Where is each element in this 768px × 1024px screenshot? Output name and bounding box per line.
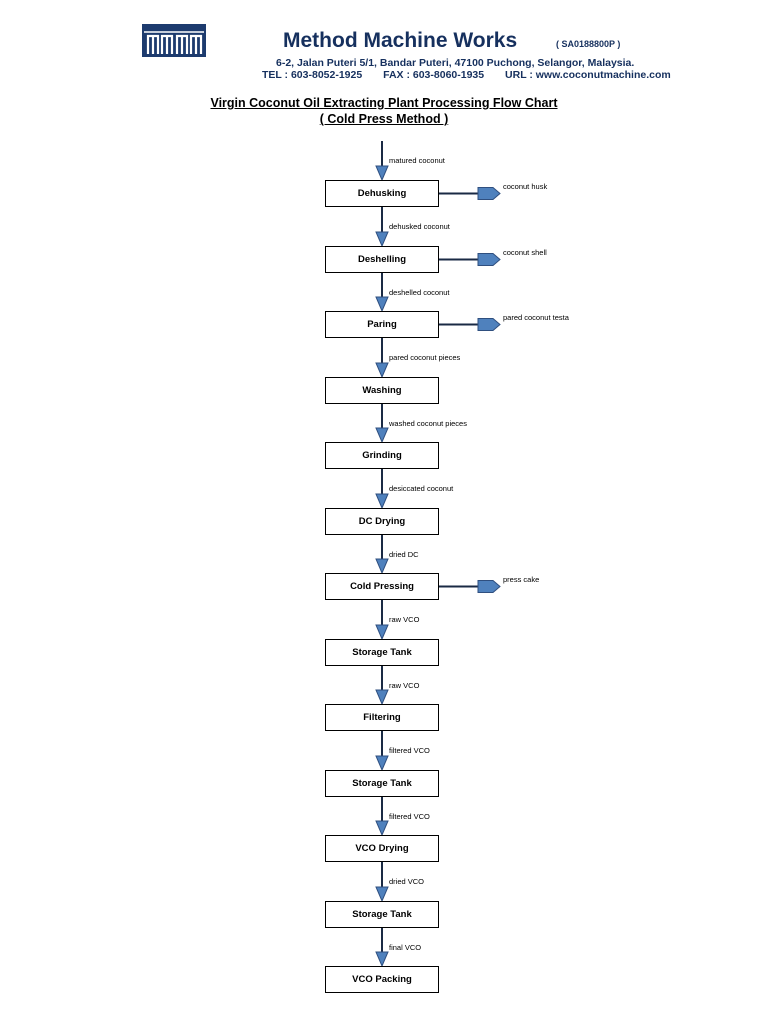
process-box: Storage Tank [325,770,439,797]
process-box: Cold Pressing [325,573,439,600]
contact-line: TEL : 603-8052-1925 FAX : 603-8060-1935 … [262,69,671,81]
flow-label: dehusked coconut [389,222,450,231]
flow-arrow [375,928,389,968]
logo-mark-icon [142,24,206,57]
company-address: 6-2, Jalan Puteri 5/1, Bandar Puteri, 47… [276,57,635,69]
side-output-label: coconut husk [503,182,548,191]
side-output-arrow [439,253,501,266]
company-logo [142,24,206,57]
flow-label: deshelled coconut [389,288,450,297]
process-box: VCO Drying [325,835,439,862]
flow-arrow [375,797,389,837]
flow-arrow [375,469,389,510]
side-output-arrow [439,187,501,200]
process-box: Washing [325,377,439,404]
process-box: Filtering [325,704,439,731]
process-box: Storage Tank [325,901,439,928]
process-box: VCO Packing [325,966,439,993]
side-output-arrow [439,580,501,593]
input-label: matured coconut [389,156,445,165]
flow-label: dried VCO [389,877,425,886]
flow-label: raw VCO [389,681,420,690]
flow-label: final VCO [389,943,422,952]
flow-label: washed coconut pieces [389,419,467,428]
company-name: Method Machine Works [283,29,518,52]
process-box: Storage Tank [325,639,439,666]
flow-arrow [375,207,389,248]
flow-arrow [375,862,389,903]
side-output-label: pared coconut testa [503,313,569,322]
flow-arrow [375,338,389,379]
side-output-label: coconut shell [503,248,547,257]
flow-arrow [375,273,389,313]
chart-subtitle: ( Cold Press Method ) [319,112,449,126]
process-box: DC Drying [325,508,439,535]
flow-arrow [375,731,389,772]
flow-label: raw VCO [389,615,420,624]
side-output-label: press cake [503,575,540,584]
website-url[interactable]: URL : www.coconutmachine.com [505,69,671,81]
input-arrow [375,141,389,182]
flow-arrow [375,535,389,575]
flow-arrow [375,666,389,706]
process-box: Paring [325,311,439,338]
chart-title: Virgin Coconut Oil Extracting Plant Proc… [210,96,558,110]
flow-arrow [375,600,389,641]
flow-label: pared coconut pieces [389,353,461,362]
side-output-arrow [439,318,501,331]
flow-label: dried DC [389,550,419,559]
flow-label: filtered VCO [389,812,430,821]
process-box: Deshelling [325,246,439,273]
fax-number: FAX : 603-8060-1935 [383,69,485,81]
process-box: Grinding [325,442,439,469]
flow-label: filtered VCO [389,746,430,755]
flow-label: desiccated coconut [389,484,454,493]
process-box: Dehusking [325,180,439,207]
flow-arrow [375,404,389,444]
registration-number: ( SA0188800P ) [556,39,621,49]
tel-number: TEL : 603-8052-1925 [262,69,363,81]
